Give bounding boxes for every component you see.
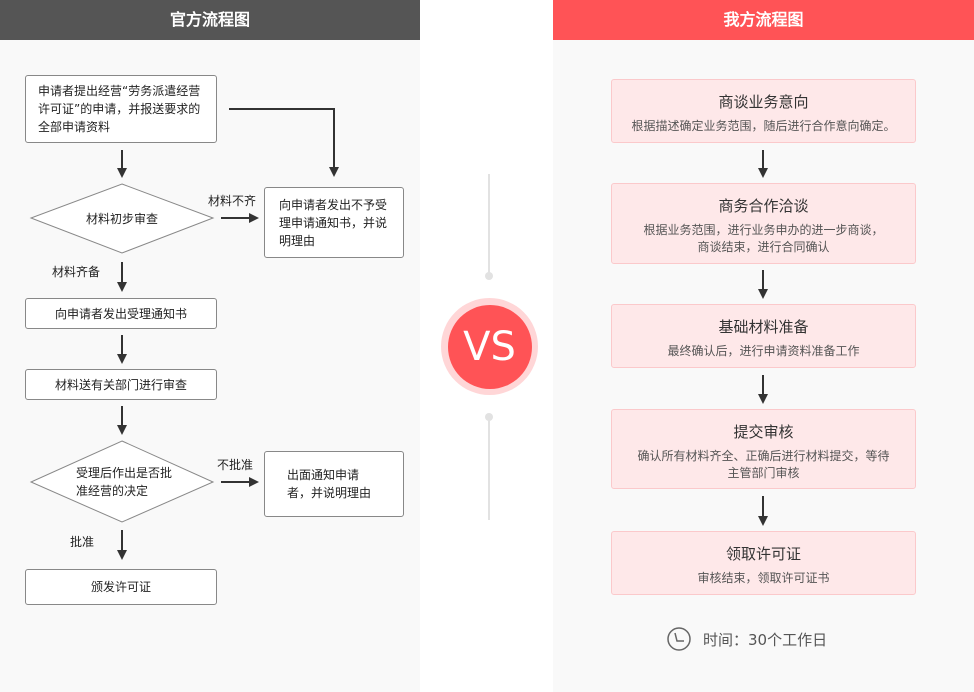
step-desc: 确认所有材料齐全、正确后进行材料提交，等待主管部门审核 [637,449,890,480]
our-flowchart-title: 我方流程图 [553,0,974,40]
step-license: 领取许可证 审核结束，领取许可证书 [611,531,916,595]
flow-connectors [29,108,339,560]
step-accept-notice: 向申请者发出受理通知书 [25,298,217,329]
step-title: 商务合作洽谈 [718,197,809,215]
step-title: 商谈业务意向 [718,93,809,111]
step-department-review: 材料送有关部门进行审查 [25,369,217,400]
label-complete: 材料齐备 [52,265,101,279]
decision-diamond [29,183,215,254]
label-approve: 批准 [70,535,95,549]
right-arrows [667,150,768,651]
divider-dot [485,413,493,421]
step-materials: 基础材料准备 最终确认后，进行申请资料准备工作 [611,304,916,368]
step-desc: 根据业务范围，进行业务申办的进一步商谈，商谈结束，进行合同确认 [643,223,884,254]
step-negotiation: 商务合作洽谈 根据业务范围，进行业务申办的进一步商谈，商谈结束，进行合同确认 [611,183,916,264]
step-title: 基础材料准备 [718,318,809,336]
step-title: 领取许可证 [725,545,801,563]
vs-badge: VS [441,298,538,395]
arrow [229,108,339,177]
step-apply: 申请者提出经营“劳务派遣经营许可证”的申请，并报送要求的全部申请资料 [25,75,217,143]
vs-text: VS [447,304,532,389]
step-desc: 根据描述确定业务范围，随后进行合作意向确定。 [631,119,896,133]
step-deny-notice: 出面通知申请者，并说明理由 [264,451,404,517]
decision-initial-review: 材料初步审查 [85,212,158,226]
decision-approval: 受理后作出是否批准经营的决定 [76,466,173,498]
divider-line [488,174,490,274]
step-desc: 最终确认后，进行申请资料准备工作 [667,344,860,358]
step-issue-license: 颁发许可证 [25,569,217,605]
decision-diamond [29,440,215,523]
clock-icon [667,627,691,651]
divider-line [488,420,490,520]
step-title: 提交审核 [733,423,794,441]
time-estimate: 时间：30个工作日 [703,631,828,649]
label-incomplete: 材料不齐 [208,194,257,208]
step-business-intent: 商谈业务意向 根据描述确定业务范围，随后进行合作意向确定。 [611,79,916,143]
step-desc: 审核结束，领取许可证书 [697,571,830,585]
divider-dot [485,272,493,280]
label-deny: 不批准 [217,458,254,472]
step-submit: 提交审核 确认所有材料齐全、正确后进行材料提交，等待主管部门审核 [611,409,916,489]
official-flowchart-title: 官方流程图 [0,0,420,40]
step-reject-notice: 向申请者发出不予受理申请通知书，并说明理由 [264,187,404,258]
official-flowchart-panel: 官方流程图 申请者提出经营“劳务派遣经营许可证”的申请，并报送要求的全部申请资料… [0,0,420,692]
our-flowchart-panel: 我方流程图 商谈业务意向 根据描述确定业务范围，随后进行合作意向确定。 商务合作… [553,0,974,692]
